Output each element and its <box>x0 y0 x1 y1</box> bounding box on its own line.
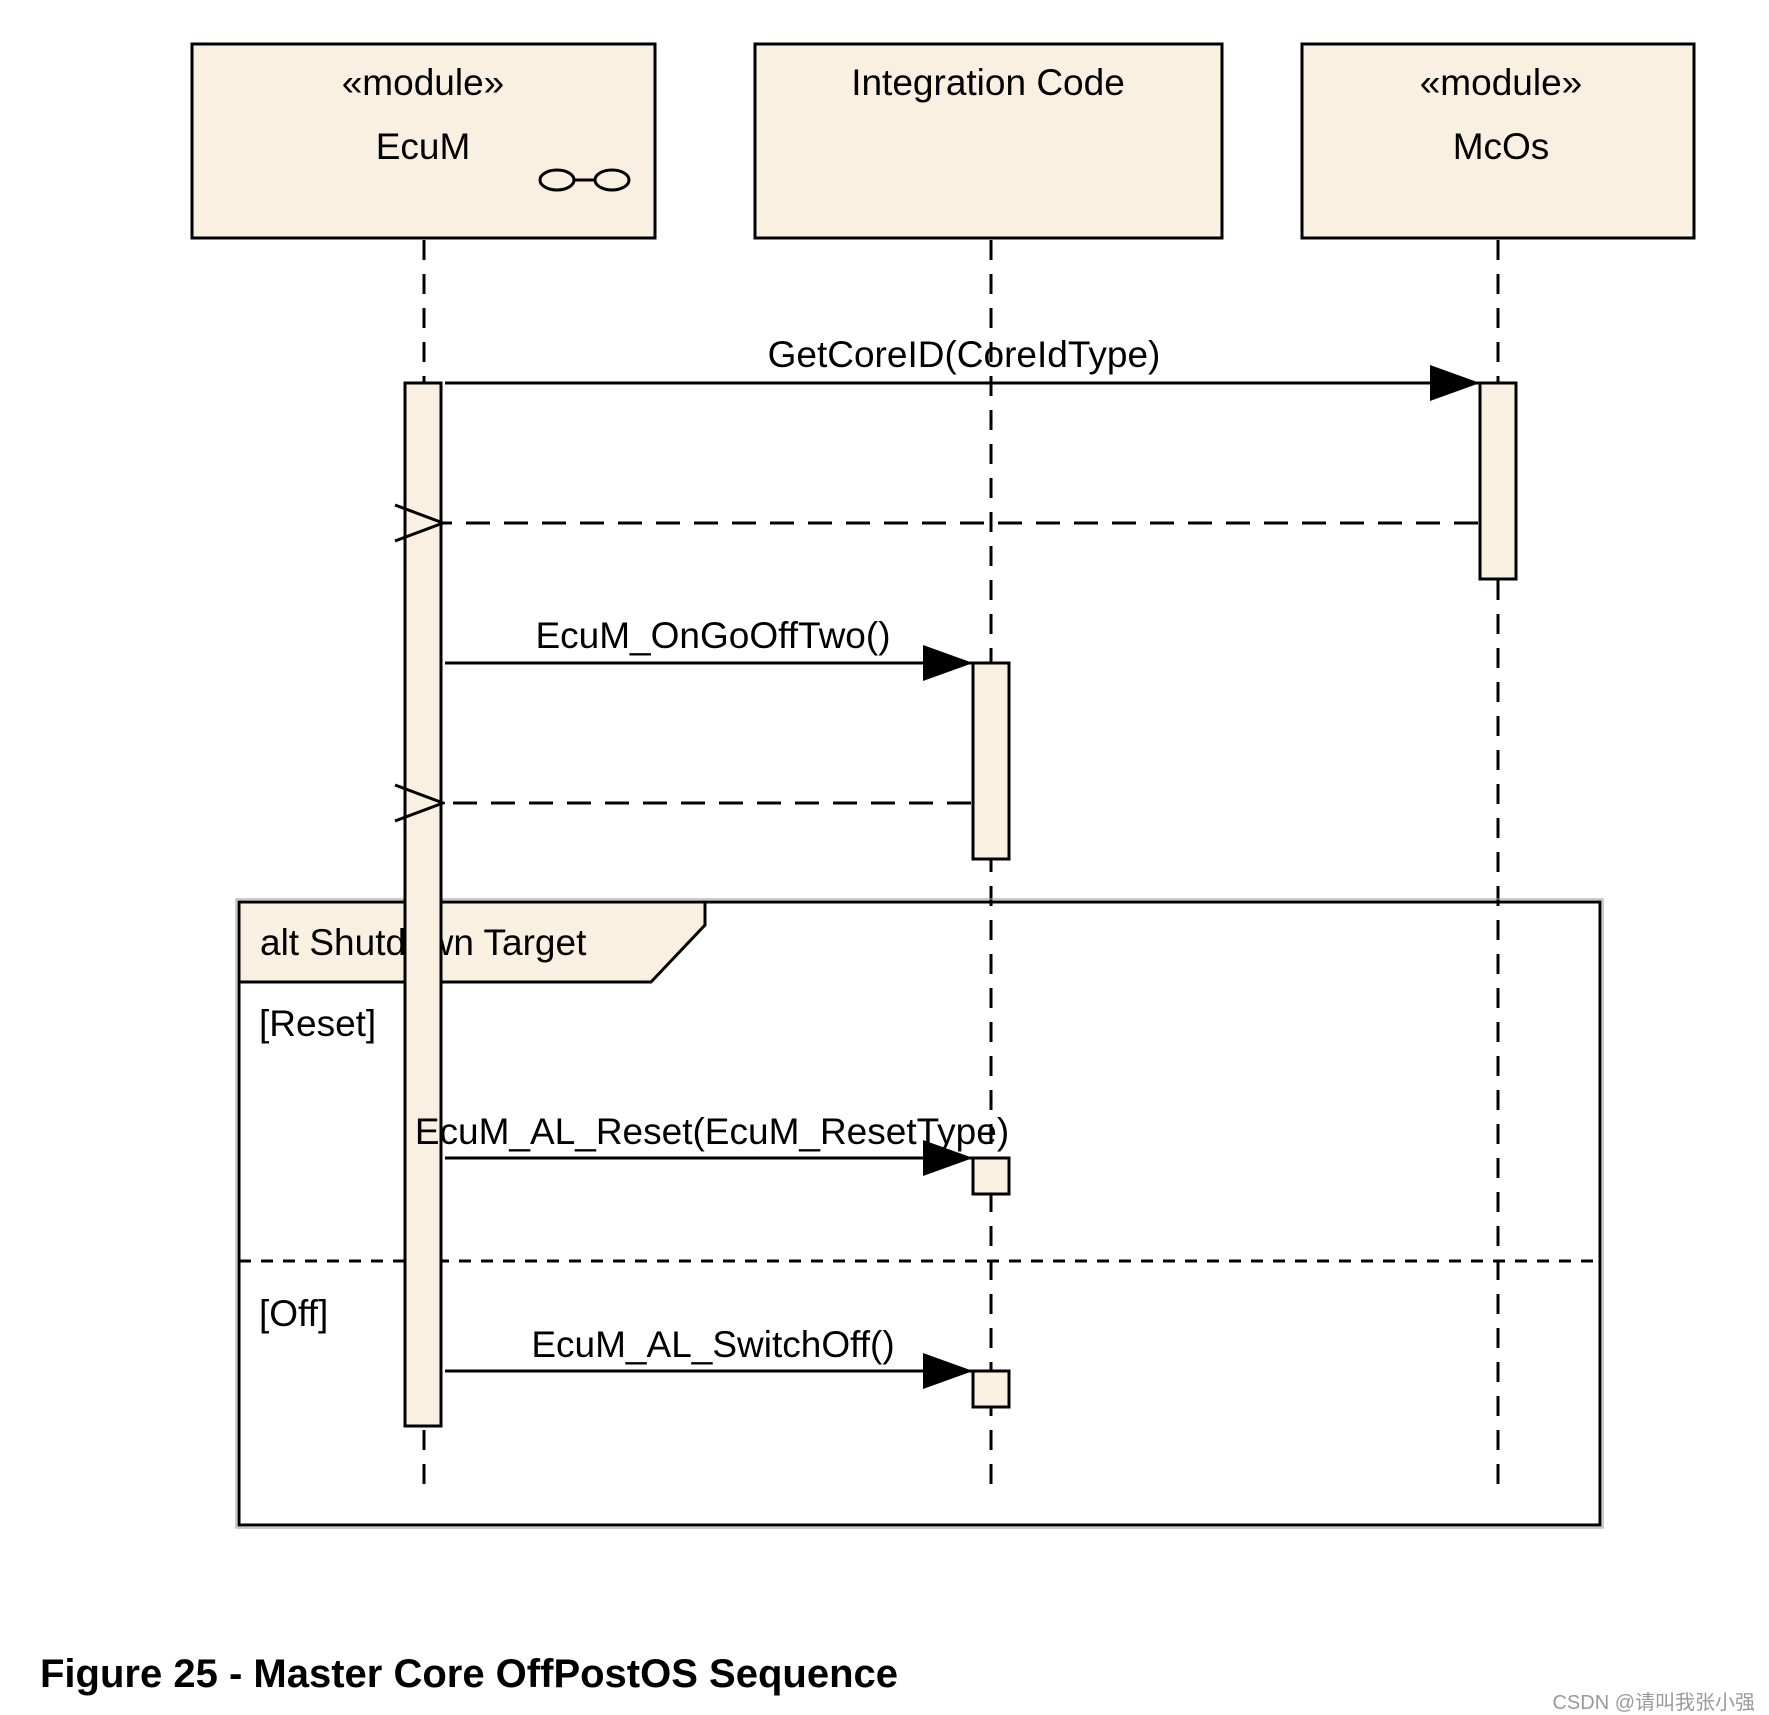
activation-integration-code <box>971 661 1011 861</box>
message-al-switch-off: EcuM_AL_SwitchOff() <box>445 1324 973 1389</box>
guard-reset: [Reset] <box>259 1003 376 1044</box>
message-on-go-off-two: EcuM_OnGoOffTwo() <box>445 615 973 681</box>
figure-caption: Figure 25 - Master Core OffPostOS Sequen… <box>40 1652 898 1696</box>
activation-ecum <box>403 381 443 1428</box>
lifeline-mcos-box <box>1300 42 1696 240</box>
message-get-core-id-label: GetCoreID(CoreIdType) <box>768 334 1161 375</box>
lifeline-ecum: «module» EcuM <box>190 42 657 240</box>
guard-off: [Off] <box>259 1293 328 1334</box>
activation-mcos <box>1478 381 1518 581</box>
message-get-core-id: GetCoreID(CoreIdType) <box>445 334 1480 401</box>
lifeline-integration-code-box <box>753 42 1224 240</box>
message-al-reset-label: EcuM_AL_Reset(EcuM_ResetType) <box>415 1111 1009 1152</box>
watermark: CSDN @请叫我张小强 <box>1552 1692 1755 1714</box>
message-al-reset: EcuM_AL_Reset(EcuM_ResetType) <box>415 1111 1009 1176</box>
message-on-go-off-two-label: EcuM_OnGoOffTwo() <box>535 615 890 656</box>
subsystem-icon <box>538 168 631 192</box>
lifeline-mcos-stereotype: «module» <box>1420 62 1583 103</box>
lifeline-ecum-box <box>190 42 657 240</box>
alt-fragment: alt Shutdown Target <box>235 898 1604 1529</box>
lifeline-ecum-stereotype: «module» <box>342 62 505 103</box>
activation-integration-switchoff <box>971 1369 1011 1409</box>
activation-integration-reset <box>971 1156 1011 1196</box>
alt-fragment-frame <box>237 900 1602 1527</box>
alt-fragment-label-tab <box>237 900 707 984</box>
lifeline-integration-code-name: Integration Code <box>851 62 1125 103</box>
lifeline-ecum-name: EcuM <box>376 126 471 167</box>
message-al-switch-off-label: EcuM_AL_SwitchOff() <box>531 1324 894 1365</box>
lifeline-mcos: «module» McOs <box>1300 42 1696 240</box>
lifeline-integration-code: Integration Code <box>753 42 1224 240</box>
lifeline-mcos-name: McOs <box>1453 126 1550 167</box>
